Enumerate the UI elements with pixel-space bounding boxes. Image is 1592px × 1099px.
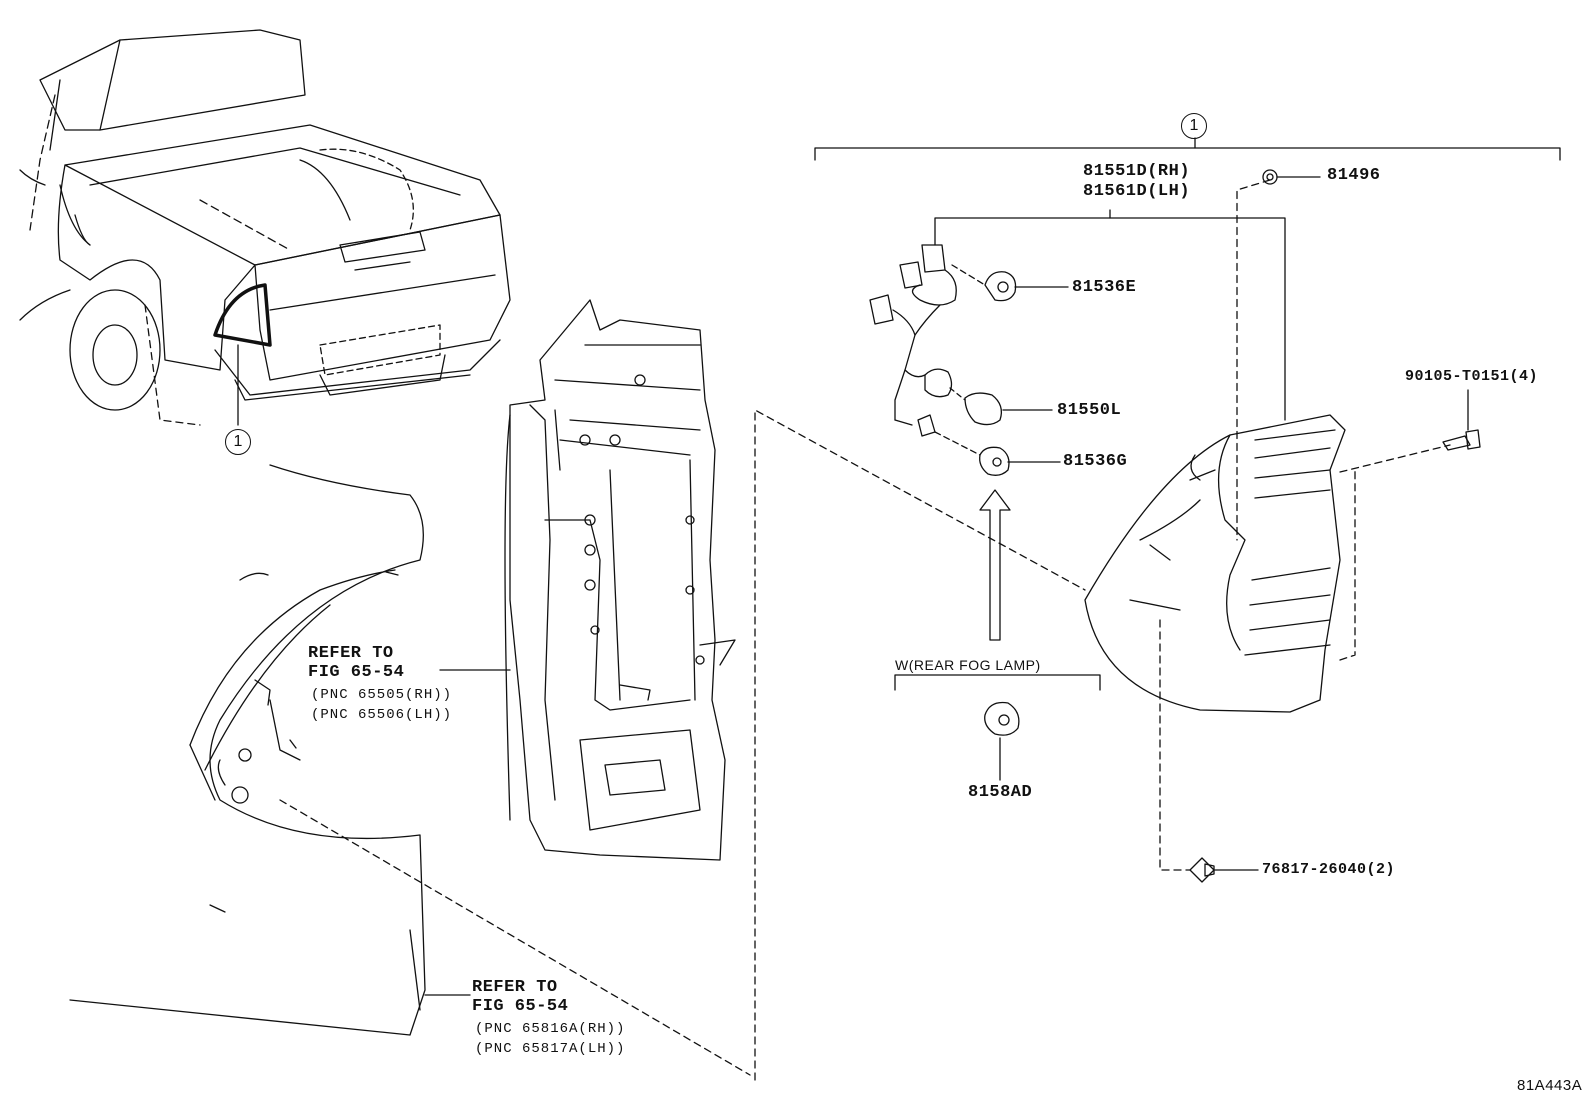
part-label-81561D[interactable]: 81561D(LH) <box>1083 182 1191 201</box>
dashed-leader-lines <box>280 410 1085 1080</box>
callout-1-assembly-label: 1 <box>1189 117 1199 134</box>
rear-fog-lamp-caption: W(REAR FOG LAMP) <box>895 657 1041 673</box>
fasteners-illustration <box>1190 170 1480 882</box>
part-label-81536G[interactable]: 81536G <box>1063 452 1128 471</box>
part-label-81536E[interactable]: 81536E <box>1072 278 1137 297</box>
refer-to-1-line3: (PNC 65505(RH)) <box>311 687 453 703</box>
tail-lamp-lens-illustration <box>1085 180 1450 870</box>
callout-1-truck: 1 <box>225 429 251 455</box>
refer-to-1-line4: (PNC 65506(LH)) <box>311 707 453 723</box>
part-label-8158AD[interactable]: 8158AD <box>968 783 1033 802</box>
callout-1-assembly: 1 <box>1181 113 1207 139</box>
part-label-81551D[interactable]: 81551D(RH) <box>1083 162 1191 181</box>
wire-harness-illustration <box>870 210 1285 640</box>
quarter-panel-illustration <box>70 465 470 1035</box>
inner-body-panel-illustration <box>440 300 735 860</box>
figure-code: 81A443A <box>1517 1077 1583 1094</box>
assembly-bracket <box>815 138 1560 160</box>
callout-1-truck-label: 1 <box>233 433 243 450</box>
refer-to-1-line2[interactable]: FIG 65-54 <box>308 663 405 682</box>
rear-fog-socket-illustration <box>895 675 1100 780</box>
part-label-76817-26040[interactable]: 76817-26040(2) <box>1262 861 1396 878</box>
refer-to-2-line1: REFER TO <box>472 978 558 997</box>
part-label-90105-T0151[interactable]: 90105-T0151(4) <box>1405 368 1539 385</box>
refer-to-2-line3: (PNC 65816A(RH)) <box>475 1021 626 1037</box>
pickup-truck-illustration <box>20 30 510 425</box>
refer-to-2-line4: (PNC 65817A(LH)) <box>475 1041 626 1057</box>
refer-to-1-line1: REFER TO <box>308 644 394 663</box>
part-label-81550L[interactable]: 81550L <box>1057 401 1122 420</box>
refer-to-2-line2[interactable]: FIG 65-54 <box>472 997 569 1016</box>
part-label-81496[interactable]: 81496 <box>1327 166 1381 185</box>
